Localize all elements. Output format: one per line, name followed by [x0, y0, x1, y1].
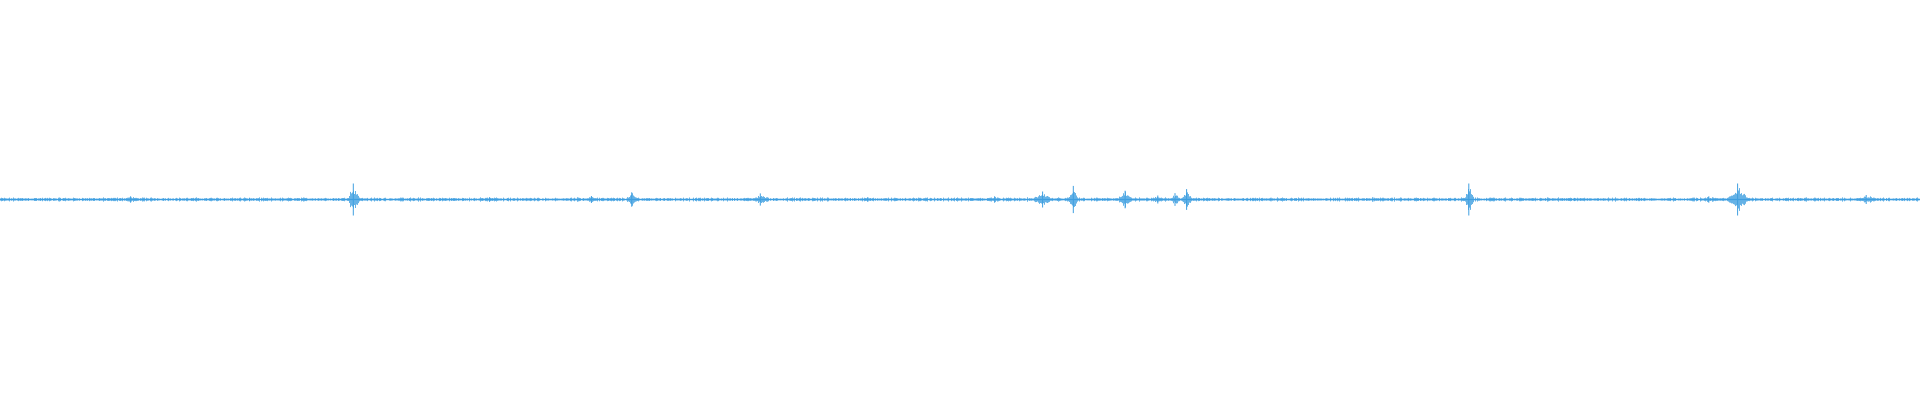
waveform-bars	[0, 183, 1920, 216]
waveform-amplitude-path	[0, 188, 1920, 211]
